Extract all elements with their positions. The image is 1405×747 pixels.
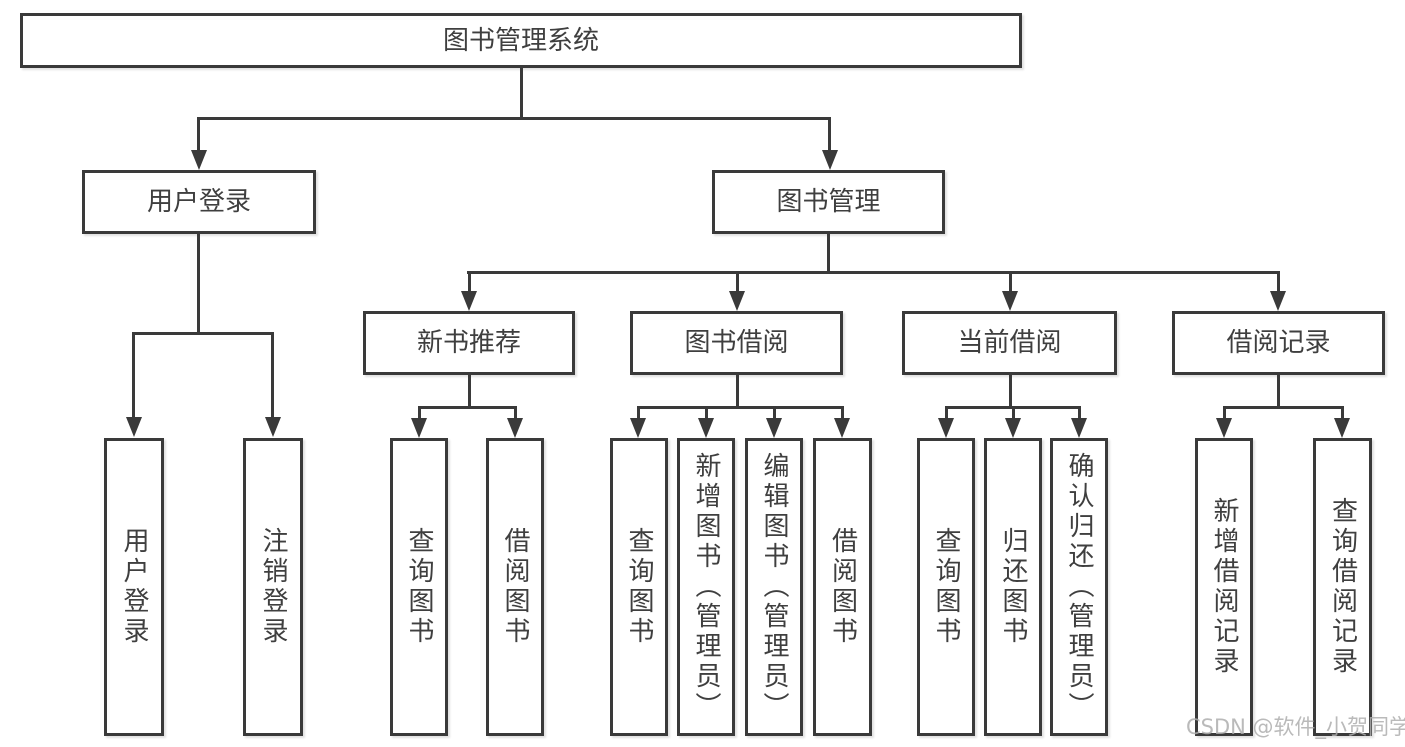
leaf-label: 查询图书 — [404, 527, 434, 647]
connector-vline — [773, 406, 776, 421]
connector-vline — [1341, 406, 1344, 421]
node-new-book-recommend: 新书推荐 — [363, 311, 575, 375]
connector-vline — [197, 117, 200, 153]
connector-vline — [841, 406, 844, 421]
node-label: 用户登录 — [146, 187, 251, 217]
node-label: 图书管理系统 — [442, 25, 599, 56]
arrow-down-icon — [1216, 418, 1232, 438]
arrow-down-icon — [822, 150, 838, 170]
connector-hline — [197, 117, 831, 120]
connector-vline — [271, 332, 274, 420]
connector-vline — [827, 234, 830, 274]
connector-vline — [468, 375, 471, 409]
leaf-label: 确认归还（管理员） — [1064, 452, 1094, 722]
connector-vline — [945, 406, 948, 421]
connector-vline — [736, 271, 739, 294]
leaf-label: 新增借阅记录 — [1209, 497, 1239, 677]
leaf-label: 查询图书 — [624, 527, 654, 647]
leaf-label: 借阅图书 — [500, 527, 530, 647]
connector-vline — [828, 117, 831, 153]
leaf-return-book: 归还图书 — [984, 438, 1042, 736]
arrow-down-icon — [1005, 418, 1021, 438]
leaf-logout: 注销登录 — [243, 438, 303, 736]
arrow-down-icon — [698, 418, 714, 438]
connector-vline — [132, 332, 135, 420]
connector-vline — [1223, 406, 1226, 421]
arrow-down-icon — [1002, 291, 1018, 311]
leaf-current-query-book: 查询图书 — [917, 438, 975, 736]
connector-vline — [1009, 271, 1012, 294]
connector-vline — [1277, 271, 1280, 294]
leaf-query-borrow-record: 查询借阅记录 — [1313, 438, 1372, 736]
leaf-label: 注销登录 — [258, 527, 288, 647]
leaf-label: 查询图书 — [931, 527, 961, 647]
arrow-down-icon — [191, 150, 207, 170]
connector-hline — [637, 406, 844, 409]
leaf-label: 新增图书（管理员） — [691, 452, 721, 722]
connector-vline — [1012, 406, 1015, 421]
leaf-recommend-query-book: 查询图书 — [390, 438, 448, 736]
leaf-confirm-return-admin: 确认归还（管理员） — [1050, 438, 1108, 736]
connector-hline — [467, 271, 1280, 274]
arrow-down-icon — [729, 291, 745, 311]
leaf-borrow-query-book: 查询图书 — [610, 438, 668, 736]
connector-vline — [1009, 375, 1012, 409]
connector-hline — [1223, 406, 1344, 409]
connector-vline — [1078, 406, 1081, 421]
connector-vline — [197, 234, 200, 335]
connector-vline — [514, 406, 517, 421]
node-label: 借阅记录 — [1226, 328, 1331, 358]
arrow-down-icon — [1334, 418, 1350, 438]
arrow-down-icon — [265, 417, 281, 437]
arrow-down-icon — [411, 418, 427, 438]
arrow-down-icon — [938, 418, 954, 438]
node-user-login: 用户登录 — [82, 170, 316, 234]
connector-hline — [418, 406, 517, 409]
leaf-label: 查询借阅记录 — [1327, 497, 1358, 677]
leaf-label: 归还图书 — [998, 527, 1028, 647]
node-label: 新书推荐 — [416, 328, 521, 358]
csdn-watermark: CSDN @软件_小贺同学 — [1186, 715, 1405, 739]
connector-vline — [468, 271, 471, 294]
leaf-user-login: 用户登录 — [104, 438, 164, 736]
arrow-down-icon — [126, 417, 142, 437]
connector-vline — [418, 406, 421, 421]
leaf-edit-book-admin: 编辑图书（管理员） — [745, 438, 803, 736]
node-label: 图书管理 — [776, 187, 881, 217]
node-label: 当前借阅 — [957, 328, 1062, 358]
arrow-down-icon — [766, 418, 782, 438]
connector-hline — [132, 332, 274, 335]
arrow-down-icon — [1270, 291, 1286, 311]
arrow-down-icon — [1071, 418, 1087, 438]
node-library-system: 图书管理系统 — [20, 13, 1022, 68]
connector-vline — [520, 67, 523, 120]
arrow-down-icon — [630, 418, 646, 438]
connector-vline — [637, 406, 640, 421]
node-current-borrow: 当前借阅 — [902, 311, 1117, 375]
node-label: 图书借阅 — [684, 328, 789, 358]
leaf-borrow-book: 借阅图书 — [813, 438, 872, 736]
leaf-label: 借阅图书 — [827, 527, 858, 647]
arrow-down-icon — [461, 291, 477, 311]
connector-vline — [705, 406, 708, 421]
node-book-borrow: 图书借阅 — [630, 311, 843, 375]
leaf-add-book-admin: 新增图书（管理员） — [677, 438, 735, 736]
leaf-recommend-borrow-book: 借阅图书 — [486, 438, 544, 736]
leaf-label: 用户登录 — [119, 527, 149, 647]
node-borrow-records: 借阅记录 — [1172, 311, 1385, 375]
leaf-add-borrow-record: 新增借阅记录 — [1195, 438, 1253, 736]
connector-vline — [1277, 375, 1280, 409]
connector-vline — [736, 375, 739, 409]
node-book-management: 图书管理 — [712, 170, 945, 234]
arrow-down-icon — [507, 418, 523, 438]
leaf-label: 编辑图书（管理员） — [759, 452, 789, 722]
arrow-down-icon — [834, 418, 850, 438]
